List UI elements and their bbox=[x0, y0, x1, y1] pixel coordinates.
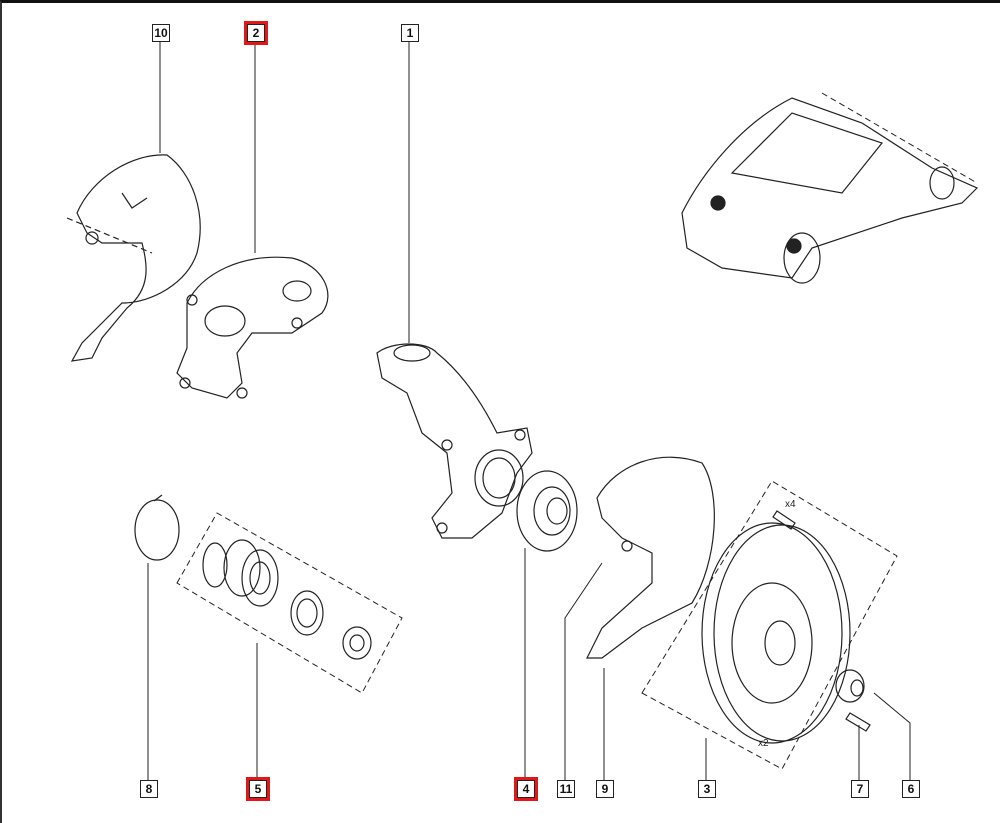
vehicle-location-illustration bbox=[681, 92, 979, 284]
circlip-8 bbox=[134, 494, 180, 561]
disc-quantity: x2 bbox=[758, 738, 769, 749]
callout-7[interactable]: 7 bbox=[851, 780, 869, 798]
callout-4[interactable]: 4 bbox=[514, 777, 538, 801]
callout-3[interactable]: 3 bbox=[698, 780, 716, 798]
brake-disc-kit-3 bbox=[641, 480, 898, 770]
callout-2[interactable]: 2 bbox=[244, 21, 268, 45]
bolt-quantity: x4 bbox=[785, 499, 796, 510]
callout-1[interactable]: 1 bbox=[401, 24, 419, 42]
callout-8[interactable]: 8 bbox=[140, 780, 158, 798]
leader-lines bbox=[147, 41, 911, 780]
wheel-hub-4 bbox=[516, 470, 578, 552]
steering-knuckle-1 bbox=[376, 343, 533, 539]
callout-9[interactable]: 9 bbox=[596, 780, 614, 798]
callout-11[interactable]: 11 bbox=[557, 780, 575, 798]
backing-plate-10 bbox=[66, 154, 201, 362]
steering-knuckle-2 bbox=[176, 256, 329, 399]
callout-6[interactable]: 6 bbox=[902, 780, 920, 798]
brake-shield-9 bbox=[586, 456, 715, 659]
callout-5[interactable]: 5 bbox=[246, 777, 270, 801]
callout-10[interactable]: 10 bbox=[152, 24, 170, 42]
bearing-kit-5 bbox=[176, 512, 403, 694]
diagram-artwork bbox=[66, 41, 979, 780]
